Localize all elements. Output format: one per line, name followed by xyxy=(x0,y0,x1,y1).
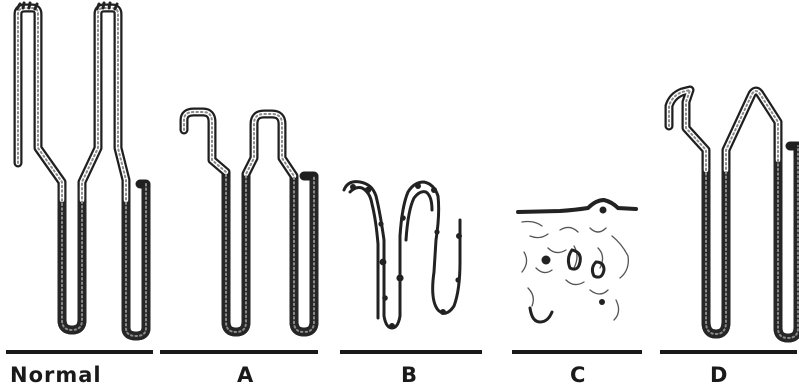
a-villus-illustration xyxy=(184,112,314,332)
c-flat-mucosa-illustration xyxy=(518,200,636,322)
d-label: D xyxy=(710,363,728,387)
d-villus-illustration xyxy=(669,90,798,338)
a-label: A xyxy=(237,363,254,387)
panel-b: B xyxy=(340,182,482,387)
panel-a: A xyxy=(160,112,318,387)
b-villus-illustration xyxy=(344,182,462,329)
normal-label: Normal xyxy=(10,363,102,387)
b-label: B xyxy=(401,363,418,387)
panel-c: C xyxy=(512,200,642,387)
panel-d: D xyxy=(660,90,798,387)
c-label: C xyxy=(570,363,586,387)
normal-villus-illustration xyxy=(17,3,146,336)
panel-normal: Normal xyxy=(6,3,153,387)
